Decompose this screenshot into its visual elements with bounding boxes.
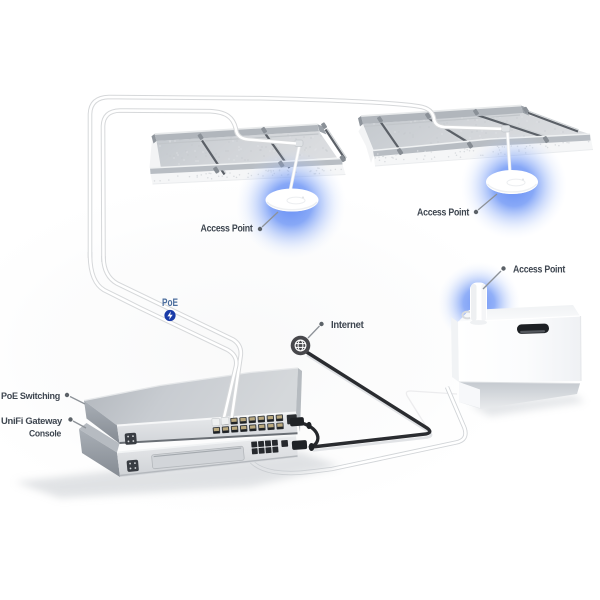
svg-text:PoE: PoE xyxy=(162,297,178,309)
svg-text:Console: Console xyxy=(29,429,61,440)
svg-text:Access Point: Access Point xyxy=(513,265,566,276)
svg-text:UniFi Gateway: UniFi Gateway xyxy=(1,416,63,427)
svg-text:PoE Switching: PoE Switching xyxy=(1,391,60,402)
svg-text:Access Point: Access Point xyxy=(417,208,470,219)
svg-text:Access Point: Access Point xyxy=(201,224,254,235)
svg-text:Internet: Internet xyxy=(331,320,364,331)
